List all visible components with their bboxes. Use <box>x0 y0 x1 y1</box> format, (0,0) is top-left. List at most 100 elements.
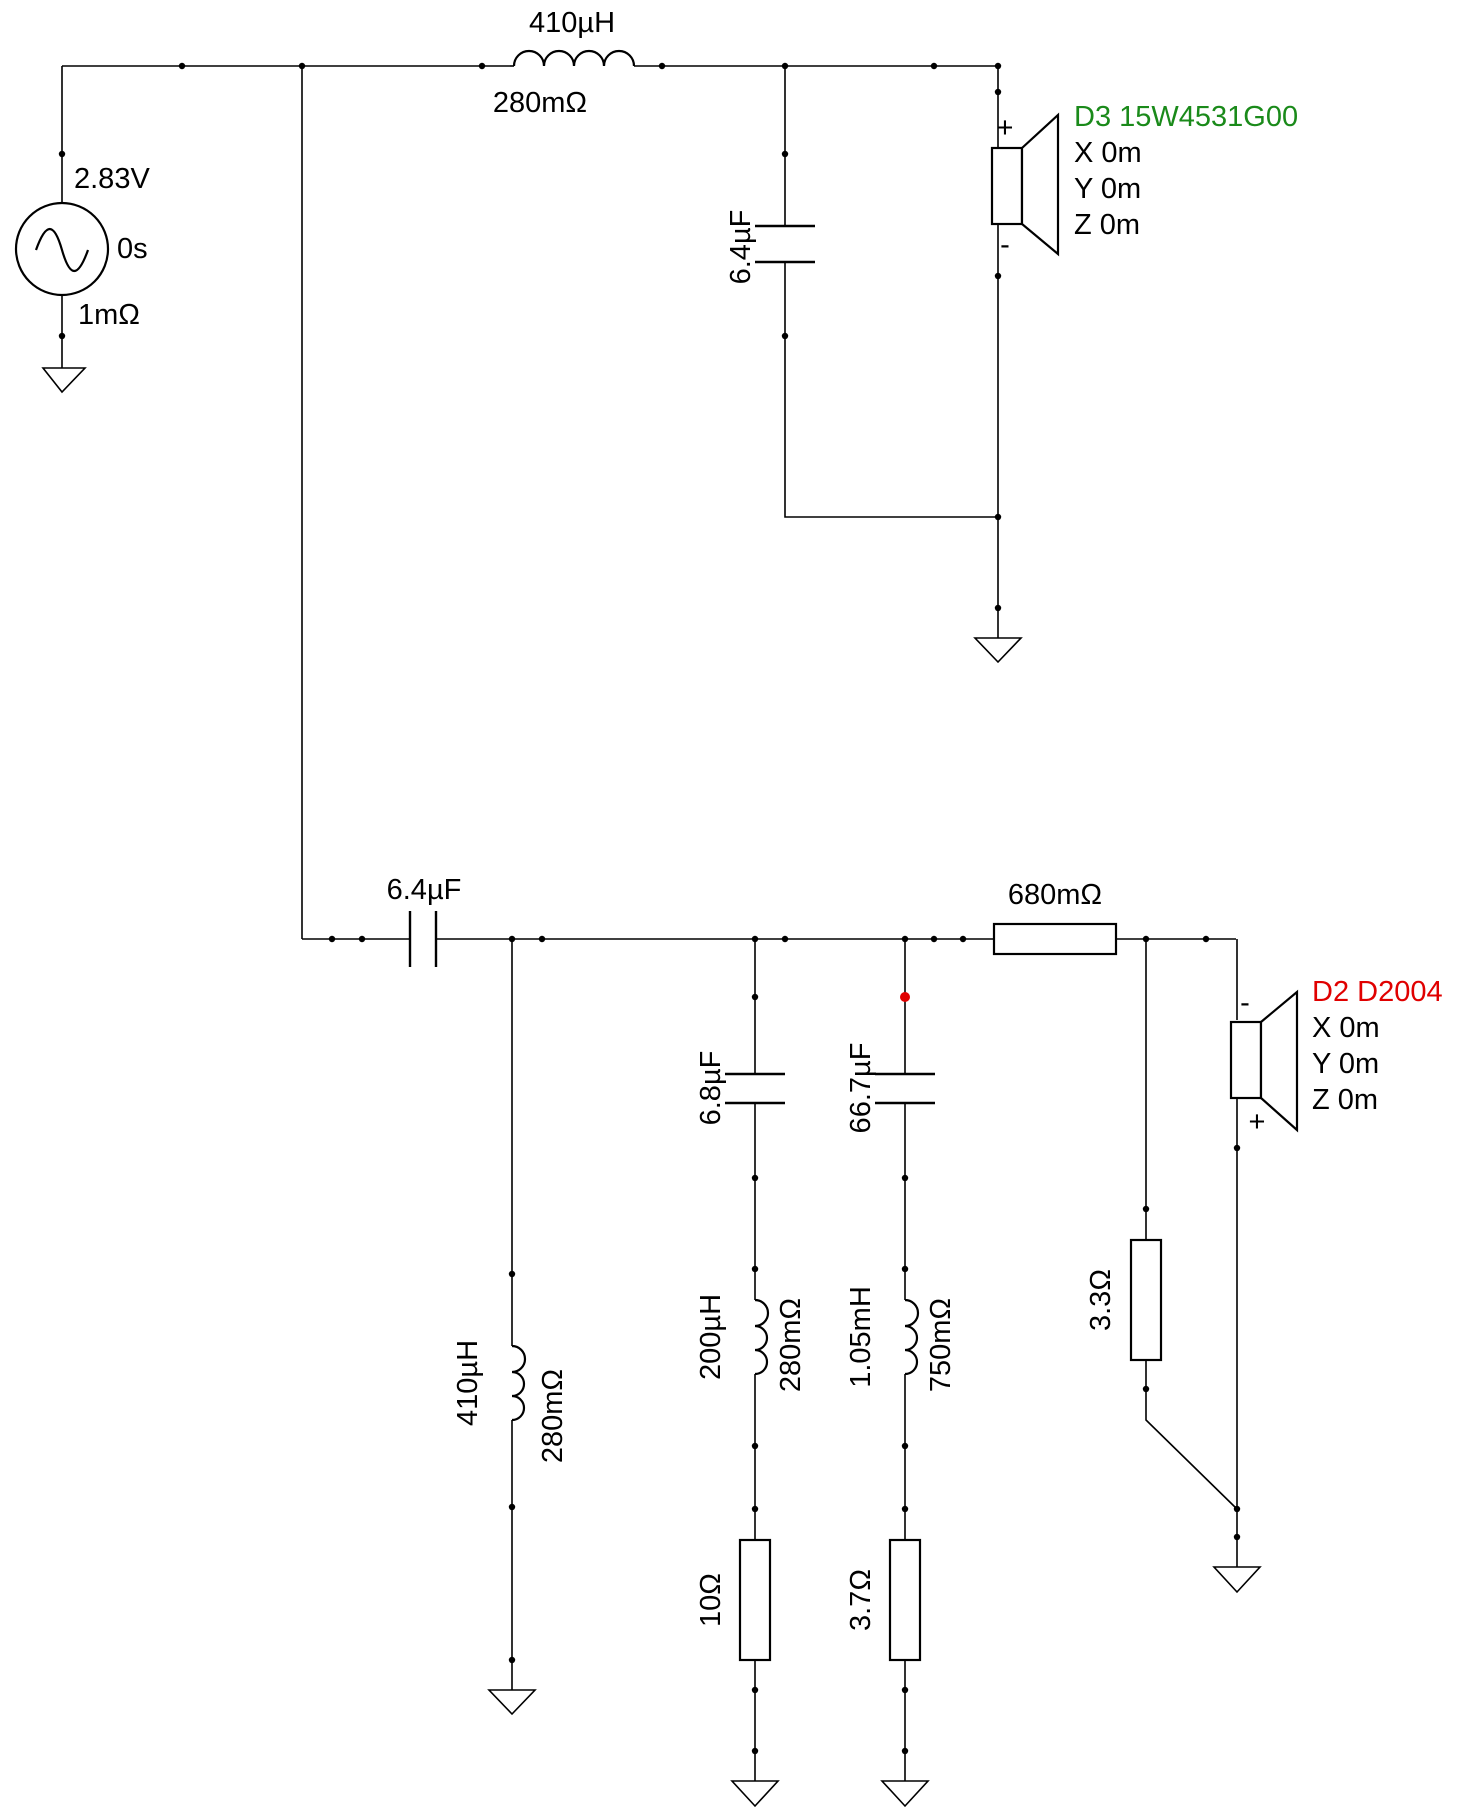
junction-node <box>994 513 1002 521</box>
junction-node <box>751 1442 759 1450</box>
junction-node <box>658 62 666 70</box>
junction-node <box>751 1174 759 1182</box>
tweeter-driver-z: Z 0m <box>1074 209 1140 241</box>
junction-node <box>358 935 366 943</box>
notch2-capacitor-value: 66.7µF <box>845 1043 877 1134</box>
junction-node <box>930 935 938 943</box>
woofer-driver-x: X 0m <box>1312 1012 1380 1044</box>
woofer-minus-sign: - <box>1240 987 1250 1019</box>
notch2-resistor[interactable] <box>888 1538 922 1662</box>
source-delay-label: 0s <box>117 233 148 265</box>
junction-node <box>751 993 759 1001</box>
junction-node <box>901 1442 909 1450</box>
tweeter-driver-x: X 0m <box>1074 137 1142 169</box>
junction-node <box>751 935 759 943</box>
tweeter-shunt-capacitor[interactable] <box>755 224 815 264</box>
notch1-inductor-value: 200µH <box>695 1294 727 1380</box>
ground-icon <box>1212 1566 1262 1594</box>
junction-node <box>508 1656 516 1664</box>
junction-node <box>508 1270 516 1278</box>
junction-node <box>994 88 1002 96</box>
junction-node <box>930 62 938 70</box>
ground-symbols <box>41 367 1262 1808</box>
junction-node <box>178 62 186 70</box>
junction-node <box>751 1747 759 1755</box>
notch2-inductor-resistance: 750mΩ <box>925 1298 957 1392</box>
junction-node <box>994 272 1002 280</box>
junction-node <box>58 332 66 340</box>
source-voltage-label: 2.83V <box>74 163 150 195</box>
junction-node <box>959 935 967 943</box>
tweeter-driver-y: Y 0m <box>1074 173 1141 205</box>
junction-node <box>781 150 789 158</box>
junction-node <box>751 1686 759 1694</box>
junction-node <box>328 935 336 943</box>
notch1-capacitor[interactable] <box>725 1072 785 1105</box>
junction-node <box>781 935 789 943</box>
ground-icon <box>880 1780 930 1808</box>
tweeter-minus-sign: - <box>1000 229 1010 261</box>
woofer-shunt-resistor[interactable] <box>1129 1238 1163 1362</box>
tweeter-inductor-value: 410µH <box>529 7 615 39</box>
notch2-capacitor[interactable] <box>875 1072 935 1105</box>
connection-nodes <box>58 62 1241 1755</box>
junction-node <box>58 150 66 158</box>
voltage-source[interactable] <box>14 201 110 297</box>
junction-node <box>1233 1505 1241 1513</box>
woofer-shunt-inductor-resistance: 280mΩ <box>537 1369 569 1463</box>
tweeter-capacitor-value: 6.4µF <box>725 210 757 285</box>
woofer-series-resistor-value: 680mΩ <box>1008 879 1102 911</box>
notch1-inductor-resistance: 280mΩ <box>775 1298 807 1392</box>
notch2-inductor[interactable] <box>904 1298 920 1376</box>
junction-node <box>508 935 516 943</box>
probe-marker[interactable] <box>900 992 910 1002</box>
junction-node <box>994 62 1002 70</box>
notch1-inductor[interactable] <box>754 1298 770 1376</box>
woofer-driver-z: Z 0m <box>1312 1084 1378 1116</box>
woofer-driver[interactable]: - + <box>1229 987 1299 1138</box>
junction-node <box>1142 1385 1150 1393</box>
tweeter-driver-name: D3 15W4531G00 <box>1074 101 1298 133</box>
junction-node <box>781 332 789 340</box>
junction-node <box>901 1747 909 1755</box>
woofer-driver-name: D2 D2004 <box>1312 976 1443 1008</box>
woofer-plus-sign: + <box>1249 1106 1266 1138</box>
tweeter-plus-sign: + <box>997 112 1014 144</box>
junction-node <box>478 62 486 70</box>
junction-node <box>1233 1144 1241 1152</box>
woofer-shunt-inductor[interactable] <box>511 1344 527 1422</box>
tweeter-series-inductor[interactable] <box>510 49 636 67</box>
junction-node <box>901 1265 909 1273</box>
junction-node <box>508 1503 516 1511</box>
junction-node <box>538 935 546 943</box>
ground-icon <box>41 367 87 394</box>
notch1-resistor-value: 10Ω <box>695 1573 727 1627</box>
junction-node <box>901 1686 909 1694</box>
woofer-shunt-resistor-value: 3.3Ω <box>1085 1269 1117 1331</box>
junction-node <box>298 62 306 70</box>
wires <box>61 65 1238 1781</box>
junction-node <box>1142 935 1150 943</box>
junction-node <box>901 1505 909 1513</box>
woofer-driver-y: Y 0m <box>1312 1048 1379 1080</box>
notch2-inductor-value: 1.05mH <box>845 1286 877 1388</box>
junction-node <box>901 935 909 943</box>
notch1-capacitor-value: 6.8µF <box>695 1051 727 1126</box>
woofer-series-capacitor[interactable] <box>408 911 438 967</box>
woofer-series-capacitor-value: 6.4µF <box>387 874 462 906</box>
junction-node <box>901 1174 909 1182</box>
junction-node <box>1233 1533 1241 1541</box>
tweeter-inductor-resistance: 280mΩ <box>493 87 587 119</box>
ground-icon <box>973 637 1023 664</box>
notch1-resistor[interactable] <box>738 1538 772 1662</box>
tweeter-driver[interactable]: + - <box>990 112 1060 261</box>
junction-node <box>1142 1205 1150 1213</box>
notch2-resistor-value: 3.7Ω <box>845 1569 877 1631</box>
source-resistance-label: 1mΩ <box>78 299 140 331</box>
junction-node <box>781 62 789 70</box>
junction-node <box>1202 935 1210 943</box>
woofer-shunt-inductor-value: 410µH <box>452 1340 484 1426</box>
woofer-series-resistor[interactable] <box>992 922 1118 956</box>
junction-node <box>751 1265 759 1273</box>
